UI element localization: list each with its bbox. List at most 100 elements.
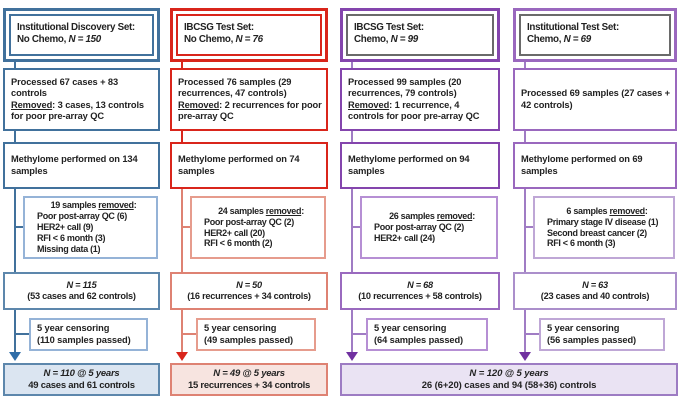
n-count-box: N = 68 (10 recurrences + 58 controls)	[340, 272, 500, 310]
connector-line	[181, 310, 183, 353]
cohort-subtitle: Chemo, N = 99	[354, 34, 488, 46]
connector-line	[14, 189, 16, 272]
connector-line	[351, 310, 353, 353]
cohort-subtitle: No Chemo, N = 76	[184, 34, 316, 46]
connector-line	[181, 333, 197, 335]
cohort-header-box: Institutional Discovery Set: No Chemo, N…	[3, 8, 160, 62]
connector-line	[524, 310, 526, 353]
qc-colon: :	[644, 205, 648, 216]
cohort-title: Institutional Discovery Set:	[17, 22, 135, 33]
qc-item: Poor post-array QC (2)	[204, 216, 294, 227]
removed-detail: : 3 cases, 13 controls for poor pre-arra…	[11, 99, 145, 121]
connector-line	[14, 62, 16, 68]
n-count-box: N = 115 (53 cases and 62 controls)	[3, 272, 160, 310]
cohort-title: Institutional Test Set:	[527, 22, 619, 33]
censoring-box: 5 year censoring (56 samples passed)	[539, 318, 665, 351]
qc-item: RFI < 6 month (3)	[37, 232, 106, 243]
processed-box: Processed 69 samples (27 cases + 42 cont…	[513, 68, 677, 131]
qc-removed-title: 26 samples removed:	[370, 211, 494, 222]
preqc-removed-text: Removed: 3 cases, 13 controls for poor p…	[11, 100, 155, 123]
chemo-label: No Chemo,	[17, 33, 69, 45]
censoring-box: 5 year censoring (64 samples passed)	[366, 318, 488, 351]
censoring-detail: (64 samples passed)	[374, 334, 464, 345]
down-arrowhead-icon	[176, 352, 188, 361]
processed-text: Processed 76 samples (29 recurrences, 47…	[178, 76, 292, 99]
final-n-value: N = 110 @ 5 years	[43, 367, 120, 379]
cohort-header-inner: IBCSG Test Set: Chemo, N = 99	[346, 14, 494, 56]
cohort-subtitle: Chemo, N = 69	[527, 34, 665, 46]
qc-item: Primary stage IV disease (1)	[547, 216, 659, 227]
processed-box: Processed 67 cases + 83 controls Removed…	[3, 68, 160, 131]
removed-word: removed	[609, 205, 645, 216]
cohort-n-value: N = 76	[235, 33, 263, 45]
qc-colon: :	[472, 211, 475, 222]
qc-item: HER2+ call (24)	[374, 232, 435, 243]
connector-line	[524, 226, 534, 228]
processed-text: Processed 69 samples (27 cases + 42 cont…	[521, 88, 671, 110]
final-breakdown: 49 cases and 61 controls	[28, 379, 135, 391]
cohort-header-box: IBCSG Test Set: No Chemo, N = 76	[170, 8, 328, 62]
censoring-title: 5 year censoring	[547, 323, 620, 334]
methylome-box: Methylome performed on 94 samples	[340, 142, 500, 189]
combined-final-count-box: N = 120 @ 5 years 26 (6+20) cases and 94…	[340, 363, 678, 396]
qc-item: RFI < 6 month (3)	[547, 238, 616, 249]
connector-line	[14, 333, 30, 335]
n-value: N = 115	[66, 279, 97, 290]
n-value: N = 50	[236, 279, 262, 290]
censoring-title: 5 year censoring	[374, 323, 447, 334]
censoring-title: 5 year censoring	[204, 323, 277, 334]
column-institutional-test-chemo: Institutional Test Set: Chemo, N = 69 Pr…	[513, 0, 677, 400]
connector-line	[524, 189, 526, 272]
cohort-header-inner: Institutional Discovery Set: No Chemo, N…	[9, 14, 154, 56]
removed-word: Removed	[178, 99, 220, 110]
removed-word: removed	[98, 200, 134, 211]
final-count-box: N = 49 @ 5 years 15 recurrences + 34 con…	[170, 363, 328, 396]
column-institutional-discovery: Institutional Discovery Set: No Chemo, N…	[3, 0, 160, 400]
qc-count: 24 samples	[218, 205, 266, 216]
connector-line	[181, 62, 183, 68]
methylome-box: Methylome performed on 69 samples	[513, 142, 677, 189]
qc-item: Missing data (1)	[37, 243, 101, 254]
connector-line	[14, 131, 16, 142]
column-ibcsg-no-chemo: IBCSG Test Set: No Chemo, N = 76 Process…	[170, 0, 328, 400]
connector-line	[351, 131, 353, 142]
censoring-detail: (110 samples passed)	[37, 334, 131, 345]
n-breakdown: (10 recurrences + 58 controls)	[358, 291, 482, 301]
final-n-value: N = 120 @ 5 years	[469, 367, 549, 379]
chemo-label: Chemo,	[354, 33, 391, 45]
qc-removed-title: 24 samples removed:	[200, 206, 322, 217]
connector-line	[524, 333, 540, 335]
preqc-removed-text: Removed: 1 recurrence, 4 controls for po…	[348, 100, 495, 123]
connector-line	[14, 226, 24, 228]
cohort-n-value: N = 69	[563, 33, 592, 45]
connector-line	[351, 189, 353, 272]
methylome-text: Methylome performed on 134 samples	[11, 154, 138, 176]
cohort-n-value: N = 150	[68, 33, 101, 45]
n-breakdown: (16 recurrences + 34 controls)	[187, 291, 311, 301]
cohort-header-inner: Institutional Test Set: Chemo, N = 69	[519, 14, 671, 56]
processed-text: Processed 99 samples (20 recurrences, 79…	[348, 76, 462, 99]
removed-word: Removed	[11, 99, 53, 110]
connector-line	[14, 310, 16, 353]
final-n-value: N = 49 @ 5 years	[213, 367, 285, 379]
qc-item: Poor post-array QC (2)	[374, 222, 464, 233]
qc-item: RFI < 6 month (2)	[204, 238, 273, 249]
processed-text: Processed 67 cases + 83 controls	[11, 76, 119, 99]
qc-removed-title: 6 samples removed:	[543, 206, 671, 217]
down-arrowhead-icon	[519, 352, 531, 361]
censoring-box: 5 year censoring (110 samples passed)	[29, 318, 148, 351]
cohort-n-value: N = 99	[390, 33, 419, 45]
methylome-text: Methylome performed on 69 samples	[521, 154, 643, 176]
qc-item: Second breast cancer (2)	[547, 227, 647, 238]
censoring-detail: (56 samples passed)	[547, 334, 637, 345]
connector-line	[351, 333, 367, 335]
removed-detail: : 2 recurrences for poor pre-array QC	[178, 99, 322, 121]
censoring-detail: (49 samples passed)	[204, 334, 294, 345]
cohort-subtitle: No Chemo, N = 150	[17, 34, 148, 46]
connector-line	[351, 226, 361, 228]
qc-item: Poor post-array QC (6)	[37, 211, 127, 222]
connector-line	[524, 131, 526, 142]
removed-detail: : 1 recurrence, 4 controls for poor pre-…	[348, 99, 480, 121]
processed-box: Processed 76 samples (29 recurrences, 47…	[170, 68, 328, 131]
